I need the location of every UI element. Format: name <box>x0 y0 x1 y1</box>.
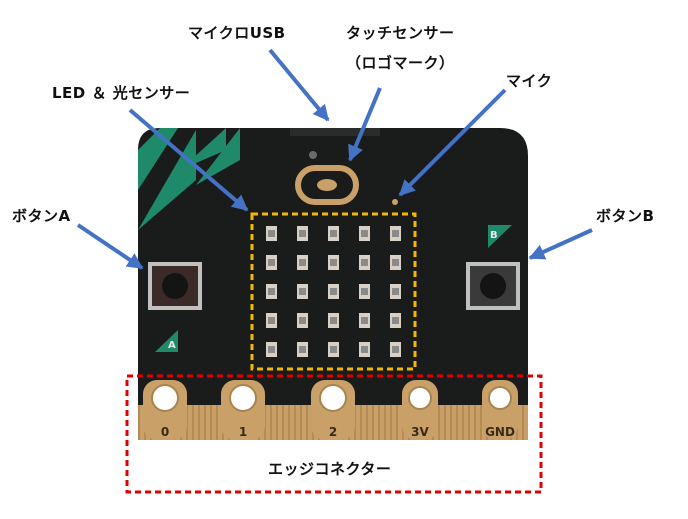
arrow-button-a <box>76 223 144 270</box>
edge-pins: 0 1 2 3V GND <box>143 380 518 440</box>
edge-pin-label: 3V <box>411 425 429 439</box>
label-touch-sensor-sub: （ロゴマーク） <box>346 54 455 72</box>
button-b-mark: B <box>488 225 512 248</box>
led-frame <box>250 212 417 371</box>
led <box>390 313 401 328</box>
button-b[interactable] <box>466 262 520 310</box>
led <box>390 284 401 299</box>
led <box>390 255 401 270</box>
led-matrix <box>266 226 401 357</box>
edge-pin-label: GND <box>485 425 515 439</box>
led <box>328 284 339 299</box>
edge-pin-label: 1 <box>239 425 247 439</box>
led <box>359 226 370 241</box>
label-microphone: マイク <box>506 72 553 90</box>
led <box>328 313 339 328</box>
label-led-light-sensor: LED ＆ 光センサー <box>52 84 191 102</box>
led <box>390 226 401 241</box>
microbit-board: A B 0 1 2 3V GND <box>138 128 528 440</box>
edge-pin-1: 1 <box>221 380 265 440</box>
svg-text:B: B <box>490 230 498 241</box>
svg-text:A: A <box>168 340 176 351</box>
led <box>297 284 308 299</box>
led <box>266 284 277 299</box>
led <box>297 255 308 270</box>
led <box>297 226 308 241</box>
label-button-b: ボタンB <box>596 207 655 225</box>
edge-frame <box>125 374 543 494</box>
led <box>359 255 370 270</box>
led <box>297 342 308 357</box>
arrow-led <box>128 108 249 212</box>
led <box>359 342 370 357</box>
label-button-a: ボタンA <box>12 207 71 225</box>
button-a[interactable] <box>148 262 202 310</box>
led <box>359 313 370 328</box>
arrow-mic <box>398 88 507 197</box>
led <box>328 342 339 357</box>
touch-logo <box>295 165 359 205</box>
edge-pin-0: 0 <box>143 380 187 440</box>
led <box>328 255 339 270</box>
edge-pin-label: 0 <box>161 425 169 439</box>
led <box>297 313 308 328</box>
microphone-hole <box>392 199 398 205</box>
led <box>266 313 277 328</box>
led <box>266 226 277 241</box>
edge-pin-gnd: GND <box>482 380 518 440</box>
arrow-button-b <box>528 228 593 260</box>
led <box>359 284 370 299</box>
edge-pin-3v: 3V <box>402 380 438 440</box>
label-micro-usb: マイクロUSB <box>188 24 286 42</box>
edge-pin-label: 2 <box>329 425 337 439</box>
usb-connector <box>290 128 380 136</box>
arrow-usb <box>268 48 330 122</box>
button-a-mark: A <box>155 330 178 352</box>
led <box>266 255 277 270</box>
edge-pin-2: 2 <box>311 380 355 440</box>
label-touch-sensor: タッチセンサー <box>346 24 455 42</box>
arrow-touch <box>348 87 382 162</box>
led <box>328 226 339 241</box>
led <box>390 342 401 357</box>
led <box>266 342 277 357</box>
label-edge-connector: エッジコネクター <box>268 460 392 478</box>
